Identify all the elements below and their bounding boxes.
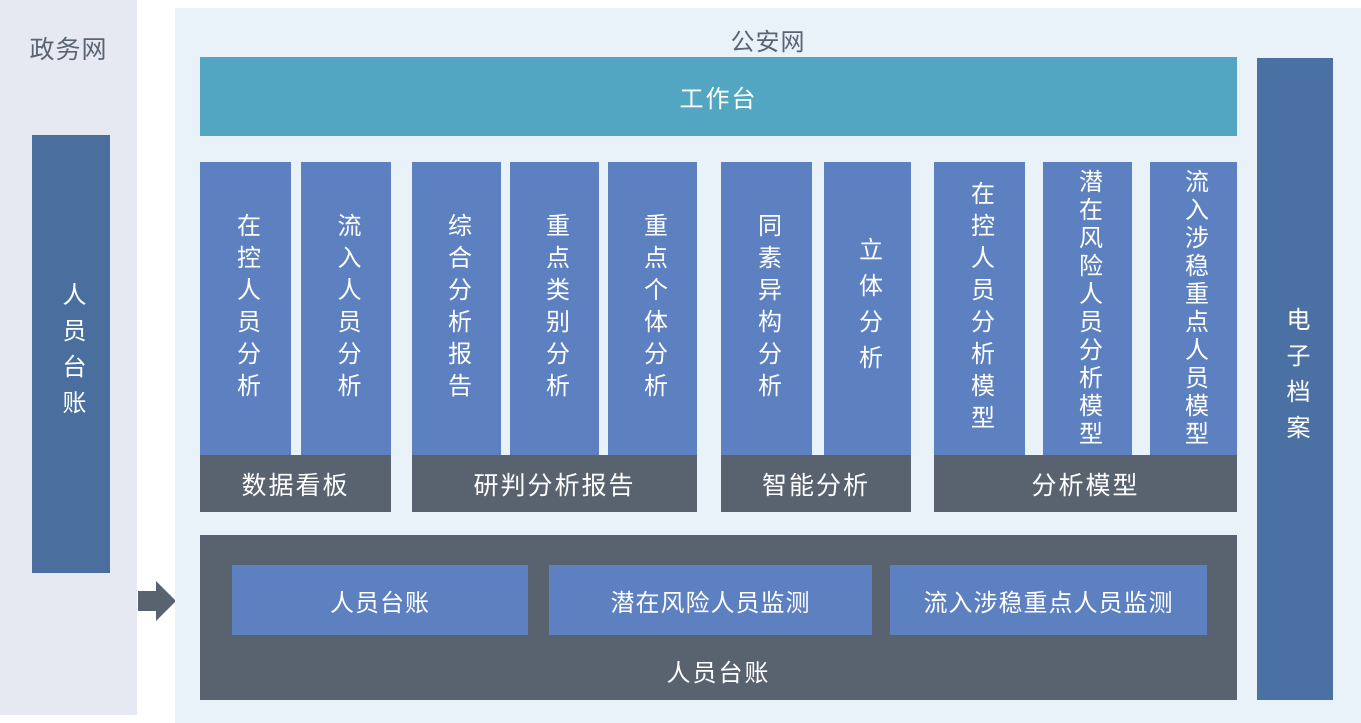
electronic-archive-bar-label: 电子档案	[1282, 307, 1309, 451]
ledger-panel-button: 流入涉稳重点人员监测	[890, 565, 1207, 635]
module-column-bar: 同素异构分析	[721, 162, 812, 455]
module-group: 综合分析报告 重点类别分析 重点个体分析研判分析报告	[412, 162, 697, 512]
personnel-ledger-panel-label: 人员台账	[666, 660, 771, 687]
module-column-bar: 在控人员分析	[200, 162, 291, 455]
module-group-footer-label: 分析模型	[934, 455, 1237, 512]
module-group: 同素异构分析 立体分析智能分析	[721, 162, 911, 512]
module-column-bar: 在控人员分析模型	[934, 162, 1025, 455]
module-column-bar: 流入人员分析	[301, 162, 391, 455]
module-column-bar: 流入涉稳重点人员模型	[1150, 162, 1237, 455]
module-column-label: 重点类别分析	[541, 212, 569, 405]
module-column-bar: 潜在风险人员分析模型	[1043, 162, 1132, 455]
flow-arrow-icon	[156, 581, 176, 621]
electronic-archive-bar: 电子档案	[1257, 58, 1333, 700]
module-column-label: 潜在风险人员分析模型	[1074, 168, 1102, 449]
workbench-bar: 工作台	[200, 57, 1237, 136]
ledger-panel-button: 潜在风险人员监测	[549, 565, 872, 635]
module-group-columns: 综合分析报告 重点类别分析 重点个体分析	[412, 162, 697, 455]
flow-arrow-icon	[138, 591, 158, 611]
module-column-label: 立体分析	[854, 236, 882, 381]
module-group-columns: 同素异构分析 立体分析	[721, 162, 911, 455]
module-group-footer-label: 智能分析	[721, 455, 911, 512]
ledger-panel-button: 人员台账	[232, 565, 528, 635]
module-group-footer-label: 研判分析报告	[412, 455, 697, 512]
personnel-ledger-panel: 人员台账 人员台账潜在风险人员监测流入涉稳重点人员监测	[200, 535, 1237, 700]
module-column-bar: 综合分析报告	[412, 162, 501, 455]
module-column-label: 重点个体分析	[639, 212, 667, 405]
government-network-panel: 政务网 人员台账	[0, 0, 137, 715]
module-column-label: 综合分析报告	[443, 212, 471, 405]
module-group-footer-label: 数据看板	[200, 455, 391, 512]
public-security-network-label: 公安网	[730, 29, 806, 56]
module-group: 在控人员分析模型 潜在风险人员分析模型 流入涉稳重点人员模型分析模型	[934, 162, 1237, 512]
module-column-label: 在控人员分析	[232, 212, 260, 405]
module-column-bar: 重点个体分析	[608, 162, 697, 455]
module-column-label: 在控人员分析模型	[966, 180, 994, 437]
module-group-columns: 在控人员分析 流入人员分析	[200, 162, 391, 455]
module-column-label: 流入人员分析	[333, 212, 360, 405]
personnel-ledger-bar: 人员台账	[32, 135, 110, 573]
personnel-ledger-bar-label: 人员台账	[58, 282, 85, 426]
module-groups-row: 在控人员分析 流入人员分析数据看板 综合分析报告 重点类别分析 重点个体分析研判分析报告…	[175, 162, 1361, 519]
module-column-label: 同素异构分析	[753, 212, 781, 405]
module-column-bar: 立体分析	[824, 162, 911, 455]
module-column-bar: 重点类别分析	[510, 162, 599, 455]
module-group-columns: 在控人员分析模型 潜在风险人员分析模型 流入涉稳重点人员模型	[934, 162, 1237, 455]
workbench-bar-label: 工作台	[679, 86, 758, 113]
government-network-label: 政务网	[29, 36, 108, 64]
public-security-network-panel: 公安网 工作台 在控人员分析 流入人员分析数据看板 综合分析报告 重点类别分析 重点个体…	[175, 8, 1361, 723]
module-group: 在控人员分析 流入人员分析数据看板	[200, 162, 391, 512]
module-column-label: 流入涉稳重点人员模型	[1180, 168, 1208, 449]
